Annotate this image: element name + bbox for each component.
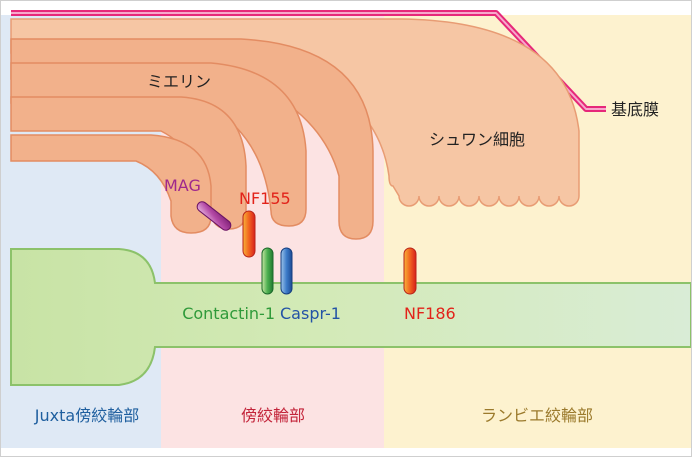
mag-label: MAG	[164, 176, 201, 195]
myelin-label: ミエリン	[147, 72, 211, 91]
nf186-label: NF186	[404, 304, 456, 323]
nf186-protein-marker	[403, 247, 417, 295]
myelin-loop-1	[10, 38, 374, 240]
nf155-protein-marker	[242, 210, 256, 258]
juxtaparanode-label: Juxta傍絞輪部	[34, 406, 139, 425]
paranode-label: 傍絞輪部	[241, 406, 305, 425]
basement-membrane-label: 基底膜	[611, 100, 659, 119]
nf155-label: NF155	[239, 189, 291, 208]
contactin-protein-marker	[261, 247, 274, 295]
myelin-loop-2	[10, 62, 307, 227]
contactin-label: Contactin-1	[182, 304, 275, 323]
caspr-protein-marker	[280, 247, 293, 295]
node-label: ランビエ絞輪部	[481, 406, 593, 425]
caspr-label: Caspr-1	[280, 304, 341, 323]
mag-protein-marker	[196, 201, 232, 231]
bottom-margin	[1, 448, 691, 456]
myelin-loop-4	[10, 134, 212, 234]
schwann-cell-outer	[10, 18, 580, 207]
schwann-cell-label: シュワン細胞	[429, 130, 525, 149]
